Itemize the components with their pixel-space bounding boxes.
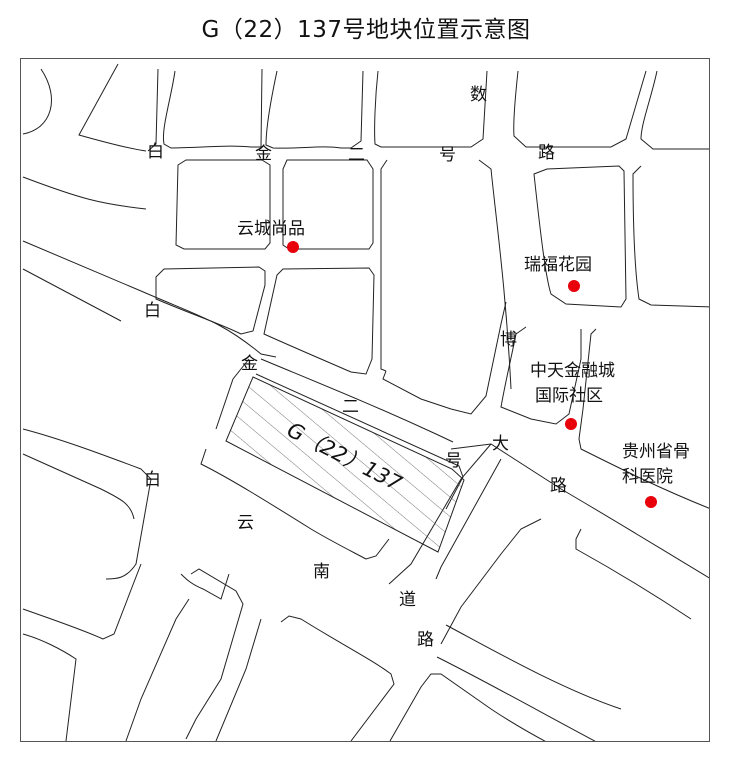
road-label: 二: [342, 397, 359, 417]
parcel-hatched-area: [225, 376, 465, 553]
location-map: 白 金 二 号 路 数 白 金 二 号 博 大 路 白 云 南 道 路 G（22…: [20, 58, 710, 742]
poi-marker-icon: [565, 418, 577, 430]
road-label: 白: [147, 142, 164, 162]
road-label: 博: [500, 330, 517, 350]
poi-marker-icon: [645, 496, 657, 508]
poi-label-yuncheng-shangpin: 云城尚品: [237, 219, 305, 239]
road-label: 号: [439, 145, 456, 165]
road-label: 路: [550, 476, 567, 496]
road-label: 路: [538, 143, 555, 163]
road-network: [22, 63, 709, 741]
poi-label-zhongtian-financial-city: 中天金融城 国际社区: [530, 361, 615, 407]
road-label: 大: [492, 434, 509, 454]
road-label: 白: [144, 301, 161, 321]
road-label: 金: [255, 144, 272, 164]
road-label: 路: [417, 630, 434, 650]
poi-marker-icon: [568, 280, 580, 292]
road-label: 白: [144, 470, 161, 490]
road-label: 金: [241, 354, 258, 374]
poi-marker-icon: [287, 241, 299, 253]
poi-label-ruifu-garden: 瑞福花园: [524, 255, 592, 275]
road-label: 数: [470, 85, 487, 105]
road-label: 道: [399, 590, 416, 610]
poi-label-guizhou-orthopedic-hospital: 贵州省骨 科医院: [622, 442, 690, 488]
page-title: G（22）137号地块位置示意图: [201, 17, 531, 43]
road-label: 二: [348, 145, 365, 165]
road-label: 云: [237, 513, 254, 533]
road-label: 号: [445, 451, 462, 471]
road-label: 南: [313, 562, 330, 582]
